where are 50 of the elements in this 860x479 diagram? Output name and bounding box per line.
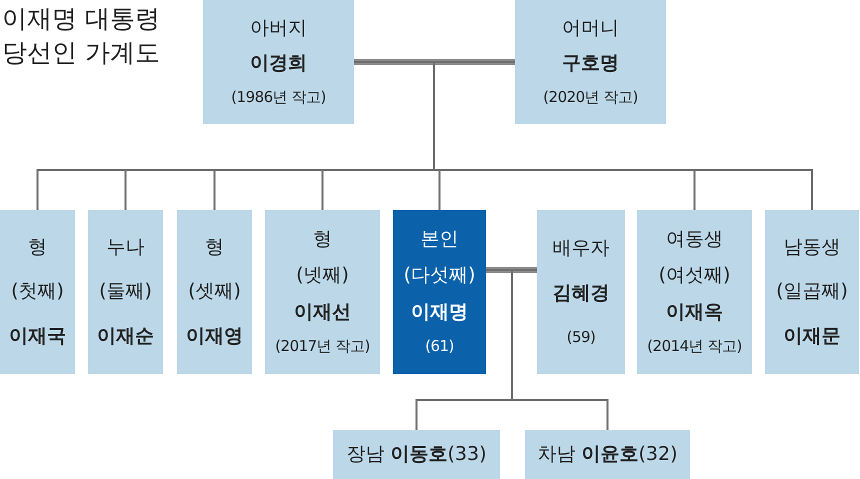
relation-label: 본인 — [420, 228, 458, 250]
child-label: 장남 이동호(33) — [346, 444, 487, 466]
person-box — [637, 210, 752, 374]
person-box — [0, 210, 75, 374]
relation-label: 배우자 — [552, 238, 610, 260]
person-box — [537, 210, 625, 374]
person-box — [525, 430, 690, 479]
order-label: (셋째) — [188, 281, 241, 303]
name-label: 이재명 — [411, 302, 468, 324]
person-box — [515, 0, 666, 124]
person-box — [333, 430, 500, 479]
relation-label: 어머니 — [562, 18, 619, 40]
person-box — [765, 210, 859, 374]
relation-label: 형 — [205, 236, 224, 258]
order-label: (다섯째) — [404, 265, 476, 287]
name-label: 이재문 — [784, 326, 840, 348]
relation-label: 아버지 — [250, 18, 307, 40]
person-box — [88, 210, 163, 374]
note-label: (59) — [566, 328, 596, 346]
name-label: 이재영 — [186, 326, 243, 348]
order-label: (여섯째) — [658, 265, 730, 287]
name-label: 김혜경 — [552, 283, 610, 306]
note-label: (2020년 작고) — [543, 88, 638, 106]
relation-label: 형 — [313, 228, 332, 250]
name-label: 구호명 — [562, 53, 619, 76]
person-box — [265, 210, 380, 374]
order-label: (일곱째) — [776, 281, 848, 303]
relation-label: 누나 — [106, 236, 144, 258]
order-label: (첫째) — [11, 281, 64, 303]
name-label: 이재국 — [9, 326, 66, 348]
marriage-line — [486, 267, 537, 273]
person-box — [393, 210, 486, 374]
name-label: 이경희 — [250, 53, 307, 76]
relation-label: 형 — [28, 236, 47, 258]
note-label: (1986년 작고) — [231, 88, 326, 106]
child-label: 차남 이윤호(32) — [537, 444, 678, 466]
name-label: 이재순 — [97, 326, 154, 348]
person-box — [177, 210, 252, 374]
order-label: (둘째) — [99, 281, 152, 303]
name-label: 이재옥 — [666, 302, 723, 324]
note-label: (2014년 작고) — [647, 338, 742, 356]
relation-label: 남동생 — [784, 236, 840, 258]
order-label: (넷째) — [296, 265, 349, 287]
name-label: 이재선 — [294, 302, 351, 324]
note-label: (2017년 작고) — [275, 338, 370, 356]
person-box — [203, 0, 354, 124]
note-label: (61) — [425, 338, 454, 356]
relation-label: 여동생 — [666, 228, 723, 250]
diagram-title: 이재명 대통령 당선인 가계도 — [2, 3, 161, 69]
marriage-line — [354, 59, 515, 65]
